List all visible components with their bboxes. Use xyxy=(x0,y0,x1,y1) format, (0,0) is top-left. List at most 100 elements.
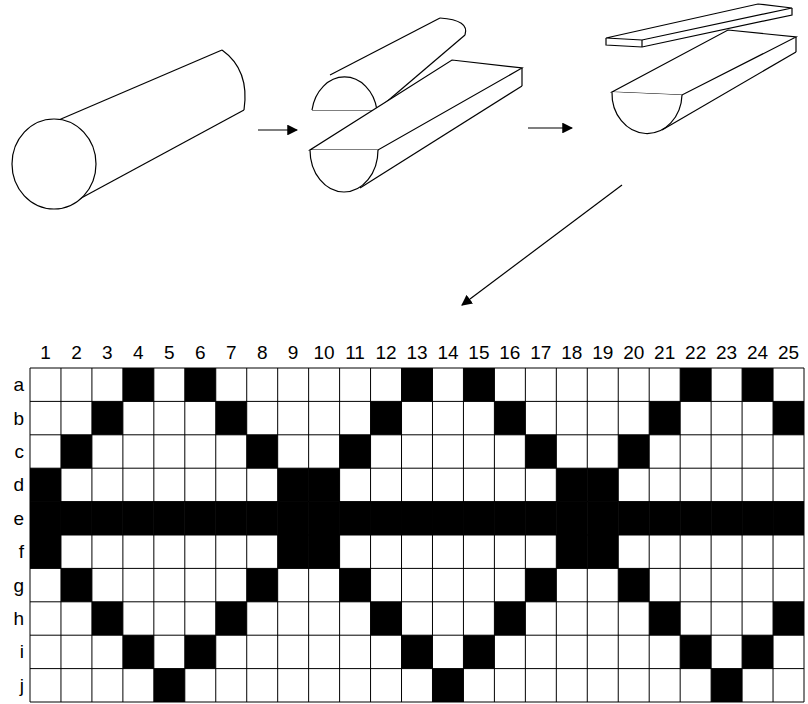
filled-cell xyxy=(185,502,216,535)
filled-cell xyxy=(587,468,618,501)
filled-cell xyxy=(556,535,587,568)
filled-cell xyxy=(154,502,185,535)
filled-cell xyxy=(649,502,680,535)
filled-cell xyxy=(649,401,680,434)
column-number: 3 xyxy=(102,343,113,362)
row-letter: e xyxy=(13,509,24,528)
filled-cell xyxy=(525,502,556,535)
filled-cell xyxy=(587,535,618,568)
filled-cell xyxy=(649,602,680,635)
filled-cell xyxy=(309,502,340,535)
filled-cell xyxy=(61,435,92,468)
row-letter: a xyxy=(13,375,24,394)
row-letter: g xyxy=(13,576,24,595)
filled-cell xyxy=(247,502,278,535)
column-number: 7 xyxy=(226,343,237,362)
filled-cell xyxy=(525,435,556,468)
filled-cell xyxy=(61,502,92,535)
filled-cell xyxy=(463,635,494,668)
filled-cell xyxy=(216,502,247,535)
filled-cell xyxy=(463,368,494,401)
filled-cell xyxy=(61,568,92,601)
row-letter: c xyxy=(15,442,25,461)
process-arrow xyxy=(528,127,572,128)
column-number: 4 xyxy=(133,343,144,362)
filled-cell xyxy=(711,502,742,535)
filled-cell xyxy=(371,401,402,434)
log-cylinder xyxy=(12,50,245,209)
filled-cell xyxy=(711,669,742,702)
grid-pattern xyxy=(30,368,804,702)
grid-line xyxy=(30,401,804,402)
grid-line xyxy=(30,368,804,369)
column-number: 22 xyxy=(685,343,706,362)
filled-cell xyxy=(556,468,587,501)
filled-cell xyxy=(463,502,494,535)
filled-cell xyxy=(432,669,463,702)
filled-cell xyxy=(494,602,525,635)
filled-cell xyxy=(742,368,773,401)
column-number: 18 xyxy=(561,343,582,362)
filled-cell xyxy=(494,502,525,535)
column-number: 19 xyxy=(592,343,613,362)
column-number: 5 xyxy=(164,343,175,362)
row-letter: h xyxy=(13,609,24,628)
filled-cell xyxy=(618,502,649,535)
filled-cell xyxy=(371,602,402,635)
column-number: 2 xyxy=(71,343,82,362)
row-letter: d xyxy=(13,475,24,494)
filled-cell xyxy=(340,502,371,535)
filled-cell xyxy=(123,635,154,668)
grid-line xyxy=(30,635,804,636)
filled-cell xyxy=(680,502,711,535)
pointer-arrow xyxy=(462,185,622,305)
column-number: 23 xyxy=(716,343,737,362)
filled-cell xyxy=(773,602,804,635)
filled-cell xyxy=(525,568,556,601)
grid-line xyxy=(30,434,804,435)
filled-cell xyxy=(680,368,711,401)
filled-cell xyxy=(278,468,309,501)
grid-line xyxy=(30,601,804,602)
filled-cell xyxy=(556,502,587,535)
filled-cell xyxy=(30,468,61,501)
filled-cell xyxy=(618,435,649,468)
column-number: 10 xyxy=(314,343,335,362)
filled-cell xyxy=(340,568,371,601)
filled-cell xyxy=(618,568,649,601)
filled-cell xyxy=(371,502,402,535)
column-number: 11 xyxy=(345,343,365,362)
filled-cell xyxy=(278,535,309,568)
filled-cell xyxy=(340,435,371,468)
filled-cell xyxy=(92,602,123,635)
filled-cell xyxy=(30,535,61,568)
column-number: 6 xyxy=(195,343,206,362)
column-number: 1 xyxy=(40,343,51,362)
column-number: 17 xyxy=(530,343,551,362)
grid-line xyxy=(30,501,804,502)
column-number: 25 xyxy=(778,343,799,362)
filled-cell xyxy=(216,401,247,434)
column-number: 16 xyxy=(499,343,520,362)
filled-cell xyxy=(773,502,804,535)
filled-cell xyxy=(278,502,309,535)
filled-cell xyxy=(216,602,247,635)
half-cylinder-remainder xyxy=(612,30,796,134)
filled-cell xyxy=(432,502,463,535)
column-number: 12 xyxy=(375,343,396,362)
row-letter: f xyxy=(19,542,24,561)
filled-cell xyxy=(309,468,340,501)
column-number: 9 xyxy=(288,343,299,362)
column-number: 24 xyxy=(747,343,768,362)
process-arrow xyxy=(258,129,297,130)
filled-cell xyxy=(92,401,123,434)
filled-cell xyxy=(123,368,154,401)
filled-cell xyxy=(30,502,61,535)
filled-cell xyxy=(402,368,433,401)
column-number: 13 xyxy=(406,343,427,362)
grid-line xyxy=(30,568,804,569)
row-letter: j xyxy=(20,676,24,695)
filled-cell xyxy=(742,635,773,668)
filled-cell xyxy=(742,502,773,535)
filled-cell xyxy=(773,401,804,434)
